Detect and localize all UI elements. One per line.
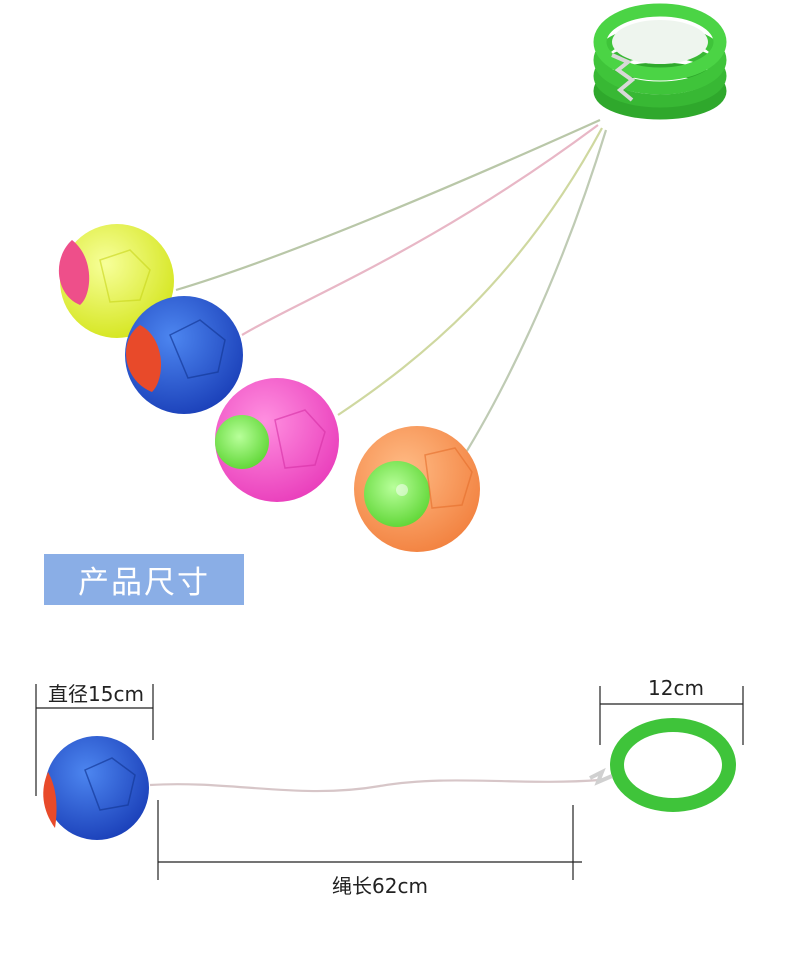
single-ring [589, 718, 736, 812]
orange-ball [354, 426, 480, 552]
section-title-banner: 产品尺寸 [44, 554, 244, 605]
section-title: 产品尺寸 [78, 565, 210, 601]
single-blue-ball [43, 736, 149, 840]
dimension-lines [35, 684, 744, 880]
ropes [175, 118, 608, 471]
ring-size-label: 12cm [648, 676, 704, 700]
stacked-rings [593, 3, 727, 120]
yellow-ball [58, 224, 174, 338]
single-rope [149, 778, 601, 793]
blue-ball [125, 296, 243, 414]
rope-length-label: 绳长62cm [332, 874, 428, 898]
pink-ball [215, 378, 339, 502]
ball-diameter-label: 直径15cm [48, 682, 144, 706]
